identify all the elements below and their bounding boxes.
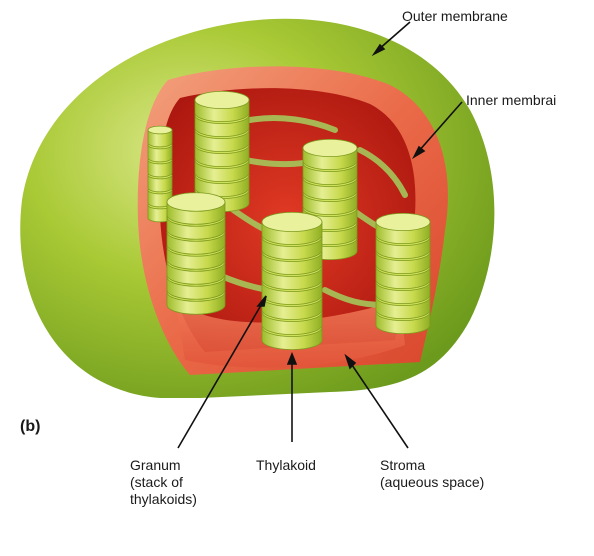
label-inner-membrane: Inner membrai [466,92,556,109]
label-stroma-line1: Stroma [380,457,484,474]
label-thylakoid: Thylakoid [256,457,316,474]
thylakoid-disk-top [195,91,249,108]
thylakoid-disk-top [167,193,225,212]
label-granum-line1: Granum [130,457,197,474]
thylakoid-disk-top [376,213,430,230]
label-stroma: Stroma (aqueous space) [380,457,484,491]
thylakoid-disk-top [148,126,172,134]
label-granum-line2: (stack of [130,474,197,491]
thylakoid-disk-top [262,212,322,231]
granum-front-left [167,193,225,315]
panel-label: (b) [20,418,40,435]
label-granum-line3: thylakoids) [130,491,197,508]
granum-front-right [376,213,430,333]
thylakoid-disk-top [303,139,357,156]
granum-front-center [262,212,322,349]
label-outer-membrane: Outer membrane [402,8,508,25]
label-granum: Granum (stack of thylakoids) [130,457,197,508]
label-stroma-line2: (aqueous space) [380,474,484,491]
